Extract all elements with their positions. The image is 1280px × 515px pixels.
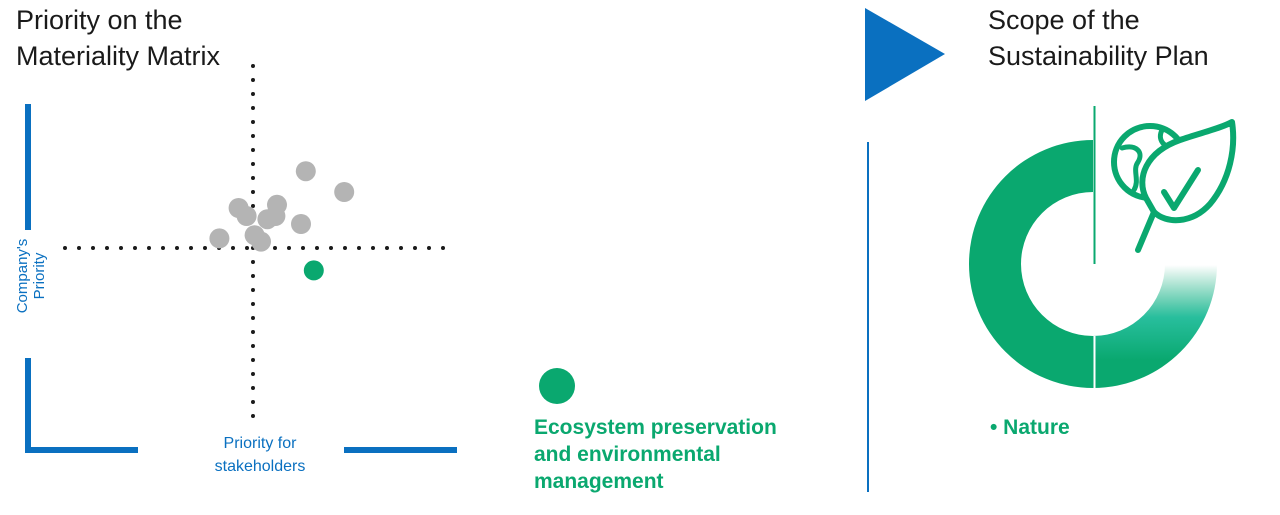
horizontal-axis-dot <box>175 246 179 250</box>
horizontal-axis-dot <box>133 246 137 250</box>
vertical-axis-dot <box>251 78 255 82</box>
legend-label-line1: Ecosystem preservation <box>534 416 777 439</box>
horizontal-axis-dot <box>357 246 361 250</box>
donut-fade-segment <box>1093 264 1217 388</box>
donut-main-ring <box>969 140 1093 388</box>
legend-label-line2: and environmental <box>534 443 721 466</box>
vertical-axis-dot <box>251 358 255 362</box>
horizontal-axis-dot <box>189 246 193 250</box>
vertical-axis-dot <box>251 134 255 138</box>
horizontal-axis-dot <box>63 246 67 250</box>
x-axis-label: Priority for stakeholders <box>195 432 325 478</box>
horizontal-axis-dot <box>147 246 151 250</box>
matrix-point <box>267 194 287 215</box>
highlighted-point <box>303 260 324 281</box>
earth-leaf-icon <box>1111 119 1237 253</box>
matrix-point <box>209 228 230 249</box>
vertical-axis-dot <box>251 372 255 376</box>
horizontal-axis-dot <box>315 246 319 250</box>
horizontal-axis-dot <box>91 246 95 250</box>
vertical-axis-dot <box>251 330 255 334</box>
materiality-matrix-chart <box>25 64 457 453</box>
vertical-axis-dot <box>251 204 255 208</box>
vertical-axis-dot <box>251 176 255 180</box>
horizontal-axis-dot <box>441 246 445 250</box>
horizontal-axis-dot <box>301 246 305 250</box>
horizontal-axis-dot <box>329 246 333 250</box>
vertical-axis-dot <box>251 316 255 320</box>
vertical-axis-dot <box>251 92 255 96</box>
horizontal-axis-dot <box>287 246 291 250</box>
frame-left-upper <box>25 104 31 230</box>
horizontal-axis-dot <box>119 246 123 250</box>
horizontal-axis-dot <box>371 246 375 250</box>
horizontal-axis-dot <box>427 246 431 250</box>
y-axis-label-line1: Company's <box>14 238 31 314</box>
horizontal-axis-dot <box>161 246 165 250</box>
vertical-axis-dot <box>251 400 255 404</box>
vertical-axis-dot <box>251 190 255 194</box>
horizontal-axis-dot <box>245 246 249 250</box>
frame-left-lower <box>25 358 31 453</box>
frame-bottom-right <box>344 447 457 453</box>
y-axis-label-line2: Priority <box>31 252 48 300</box>
matrix-frame <box>25 104 457 453</box>
legend-marker <box>539 368 575 404</box>
horizontal-axis-dot <box>273 246 277 250</box>
matrix-point <box>334 182 355 202</box>
scope-title-line2: Sustainability Plan <box>988 41 1209 71</box>
horizontal-axis-dot <box>105 246 109 250</box>
horizontal-axis-dot <box>343 246 347 250</box>
matrix-point <box>295 161 316 182</box>
matrix-title-line1: Priority on the <box>16 5 183 35</box>
matrix-title-line2: Materiality Matrix <box>16 41 221 71</box>
legend-label-line3: management <box>534 470 664 493</box>
legend-label: Ecosystem preservation and environmental… <box>534 414 834 495</box>
horizontal-axis-dot <box>231 246 235 250</box>
horizontal-axis-dot <box>385 246 389 250</box>
scope-donut-graphic <box>969 106 1237 390</box>
matrix-point <box>236 206 257 226</box>
x-axis-label-line1: Priority for <box>223 435 297 452</box>
matrix-points <box>209 161 355 281</box>
section-divider <box>867 142 869 492</box>
vertical-axis-dot <box>251 274 255 278</box>
scope-item-nature: • Nature <box>990 416 1070 439</box>
horizontal-axis-dot <box>203 246 207 250</box>
matrix-point <box>251 231 271 252</box>
vertical-axis-dot <box>251 386 255 390</box>
vertical-axis-dot <box>251 148 255 152</box>
vertical-axis-dot <box>251 120 255 124</box>
matrix-point <box>291 214 311 234</box>
horizontal-axis-dot <box>399 246 403 250</box>
vertical-axis-dot <box>251 288 255 292</box>
x-axis-label-line2: stakeholders <box>214 458 306 475</box>
horizontal-axis-dot <box>77 246 81 250</box>
vertical-axis-dot <box>251 64 255 68</box>
vertical-axis-dot <box>251 162 255 166</box>
matrix-title: Priority on the Materiality Matrix <box>16 2 220 74</box>
scope-title: Scope of the Sustainability Plan <box>988 2 1209 74</box>
vertical-axis-dot <box>251 106 255 110</box>
vertical-axis-dot <box>251 344 255 348</box>
y-axis-label: Company's Priority <box>14 239 48 314</box>
horizontal-axis-dot <box>413 246 417 250</box>
scope-title-line1: Scope of the <box>988 5 1140 35</box>
vertical-axis-dot <box>251 302 255 306</box>
vertical-axis-dot <box>251 260 255 264</box>
vertical-axis-dot <box>251 414 255 418</box>
play-triangle-icon <box>865 8 945 101</box>
frame-bottom-left <box>25 447 138 453</box>
matrix-axes <box>63 64 445 418</box>
